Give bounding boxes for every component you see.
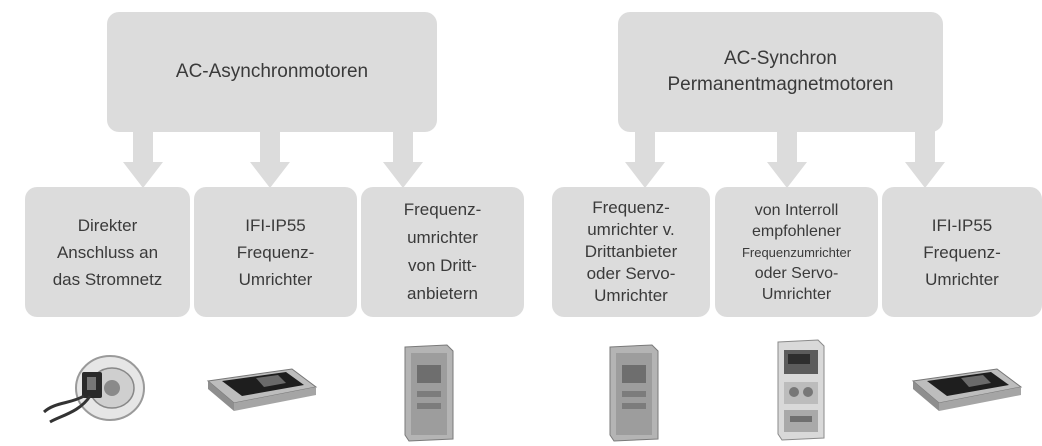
option-direct-connection: Direkter Anschluss an das Stromnetz xyxy=(25,187,190,317)
option-text-line: von Dritt- xyxy=(408,256,477,275)
category-sync-title-line2: Permanentmagnetmotoren xyxy=(667,74,894,95)
drive-cabinet-icon xyxy=(609,344,659,442)
option-text-line: von Interroll xyxy=(754,201,839,219)
option-text-line: anbietern xyxy=(407,284,478,303)
category-async-title: AC-Asynchronmotoren xyxy=(175,61,369,82)
ifi-inverter-icon xyxy=(911,368,1023,411)
option-text-line: Direkter xyxy=(77,215,138,235)
ifi-inverter-icon xyxy=(206,368,318,411)
arrow-down-icon xyxy=(250,128,290,188)
option-text-line: Umrichter xyxy=(761,285,832,303)
option-text-line: Frequenz- xyxy=(236,242,315,262)
option-ifi-inverter-sync: IFI-IP55 Frequenz- Umrichter xyxy=(882,187,1042,317)
option-interroll-recommended: von Interroll empfohlener Frequenzumrich… xyxy=(715,187,878,317)
option-text-line: oder Servo- xyxy=(586,264,676,283)
category-sync-title-line1: AC-Synchron xyxy=(724,48,837,69)
option-text-line: Umrichter xyxy=(594,286,668,305)
option-text-line: Drittanbieter xyxy=(584,242,678,261)
option-text-line: Frequenz- xyxy=(923,242,1001,262)
servo-drive-icon xyxy=(777,339,825,441)
option-text-line: empfohlener xyxy=(752,222,841,240)
option-text-line: Umrichter xyxy=(925,269,999,289)
option-text-line: Umrichter xyxy=(238,269,313,289)
option-text-line: umrichter v. xyxy=(587,220,675,239)
arrow-down-icon xyxy=(905,128,945,188)
arrow-down-icon xyxy=(625,128,665,188)
option-third-party-inverter: Frequenz- umrichter von Dritt- anbietern xyxy=(361,187,524,317)
option-text-line: Frequenzumrichter xyxy=(741,244,852,260)
option-text-line: umrichter xyxy=(407,228,478,247)
option-text-line: Frequenz- xyxy=(403,200,482,219)
option-text-line: IFI-IP55 xyxy=(245,215,306,235)
arrow-down-icon xyxy=(767,128,807,188)
drive-cabinet-icon xyxy=(404,344,454,442)
category-sync-motors: AC-Synchron Permanentmagnetmotoren xyxy=(618,12,943,132)
option-ifi-inverter: IFI-IP55 Frequenz- Umrichter xyxy=(194,187,357,317)
option-text-line: oder Servo- xyxy=(754,264,839,282)
motor-drum-icon xyxy=(42,355,145,424)
arrow-down-icon xyxy=(383,128,423,188)
option-text-line: Frequenz- xyxy=(592,198,670,217)
category-async-motors: AC-Asynchronmotoren xyxy=(107,12,437,132)
option-third-party-or-servo: Frequenz- umrichter v. Drittanbieter ode… xyxy=(552,187,710,317)
option-text-line: das Stromnetz xyxy=(52,269,163,289)
option-text-line: Anschluss an xyxy=(56,242,159,262)
arrow-down-icon xyxy=(123,128,163,188)
option-text-line: IFI-IP55 xyxy=(931,215,993,235)
